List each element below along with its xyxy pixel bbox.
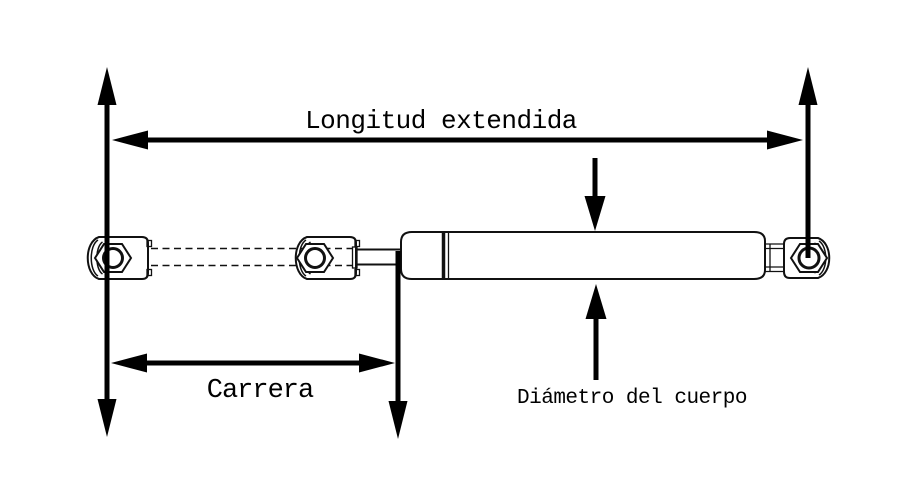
body-diameter-label: Diámetro del cuerpo bbox=[517, 387, 747, 410]
stroke-arrowhead-left bbox=[111, 353, 147, 373]
body-diameter-dimension: Diámetro del cuerpo bbox=[517, 158, 747, 410]
left-extension-arrowhead-up bbox=[97, 67, 117, 105]
left-extension-arrowhead-down bbox=[97, 399, 117, 437]
extended-length-dimension: Longitud extendida bbox=[112, 106, 803, 150]
right-extension-arrowhead-up bbox=[798, 67, 818, 105]
stroke-dimension: Carrera bbox=[111, 251, 408, 439]
extended-length-arrowhead-left bbox=[112, 130, 148, 150]
stroke-boundary-arrowhead-down bbox=[388, 401, 408, 439]
diameter-arrowhead-up bbox=[585, 284, 607, 319]
left-eyelet-cap-arc-outer bbox=[90, 239, 99, 277]
rod-end-cap bbox=[351, 246, 358, 269]
piston-rod bbox=[357, 248, 401, 266]
diameter-arrowhead-down bbox=[584, 196, 606, 231]
gas-spring-drawing bbox=[86, 231, 831, 280]
left-extension-line bbox=[97, 67, 117, 437]
left-eyelet-tab-top bbox=[146, 239, 153, 248]
cylinder-body bbox=[400, 231, 766, 280]
extended-length-arrowhead-right bbox=[767, 130, 803, 150]
right-extension-line bbox=[798, 67, 818, 258]
stroke-label: Carrera bbox=[207, 376, 314, 406]
left-eyelet-tab-bottom bbox=[146, 268, 153, 277]
right-connector bbox=[765, 243, 784, 273]
rod-eyelet-tab-bottom bbox=[354, 268, 361, 277]
stroke-arrowhead-right bbox=[359, 353, 395, 373]
rod-eyelet-nut bbox=[295, 239, 361, 277]
extended-length-label: Longitud extendida bbox=[305, 106, 577, 136]
rod-eyelet-hole bbox=[304, 247, 326, 269]
cylinder-body-outline bbox=[400, 231, 766, 280]
